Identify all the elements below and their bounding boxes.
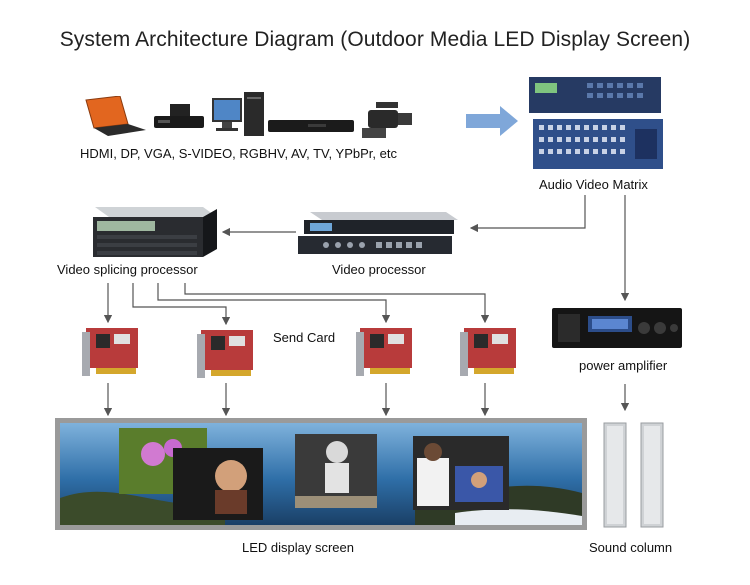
dvd-player-icon [268,118,356,134]
send-card-4 [458,324,520,380]
video-camera-icon [362,98,418,142]
desktop-computer-icon [210,92,266,138]
splicer-to-card4-arrow [184,283,490,324]
set-top-box-icon [152,104,207,130]
video-splicing-processor-device [83,205,223,261]
sources-label: HDMI, DP, VGA, S-VIDEO, RGBHV, AV, TV, Y… [80,146,397,161]
matrix-label: Audio Video Matrix [539,177,648,192]
send-card-label: Send Card [273,330,336,345]
sources-to-matrix-arrow [466,106,518,136]
splicer-to-card3-arrow [157,283,391,324]
processor-label: Video processor [332,262,426,277]
splicer-label: Video splicing processor [57,262,198,277]
matrix-to-processor-arrow [469,195,586,233]
send-card-3 [354,324,416,380]
sound-column-right [640,422,664,528]
send-card-2 [195,326,257,382]
power-amplifier-device [552,306,684,350]
sound-column-left [603,422,627,528]
send-card-1 [80,324,142,380]
diagram-title: System Architecture Diagram (Outdoor Med… [59,28,691,51]
amplifier-label: power amplifier [579,358,668,373]
video-processor-device [296,210,464,258]
led-screen-label: LED display screen [242,540,354,555]
led-display-screen [55,418,587,530]
laptop-icon [78,95,148,136]
audio-video-matrix-device [527,75,667,171]
sound-column-label: Sound column [589,540,673,555]
splicer-to-card2-arrow [132,283,231,326]
